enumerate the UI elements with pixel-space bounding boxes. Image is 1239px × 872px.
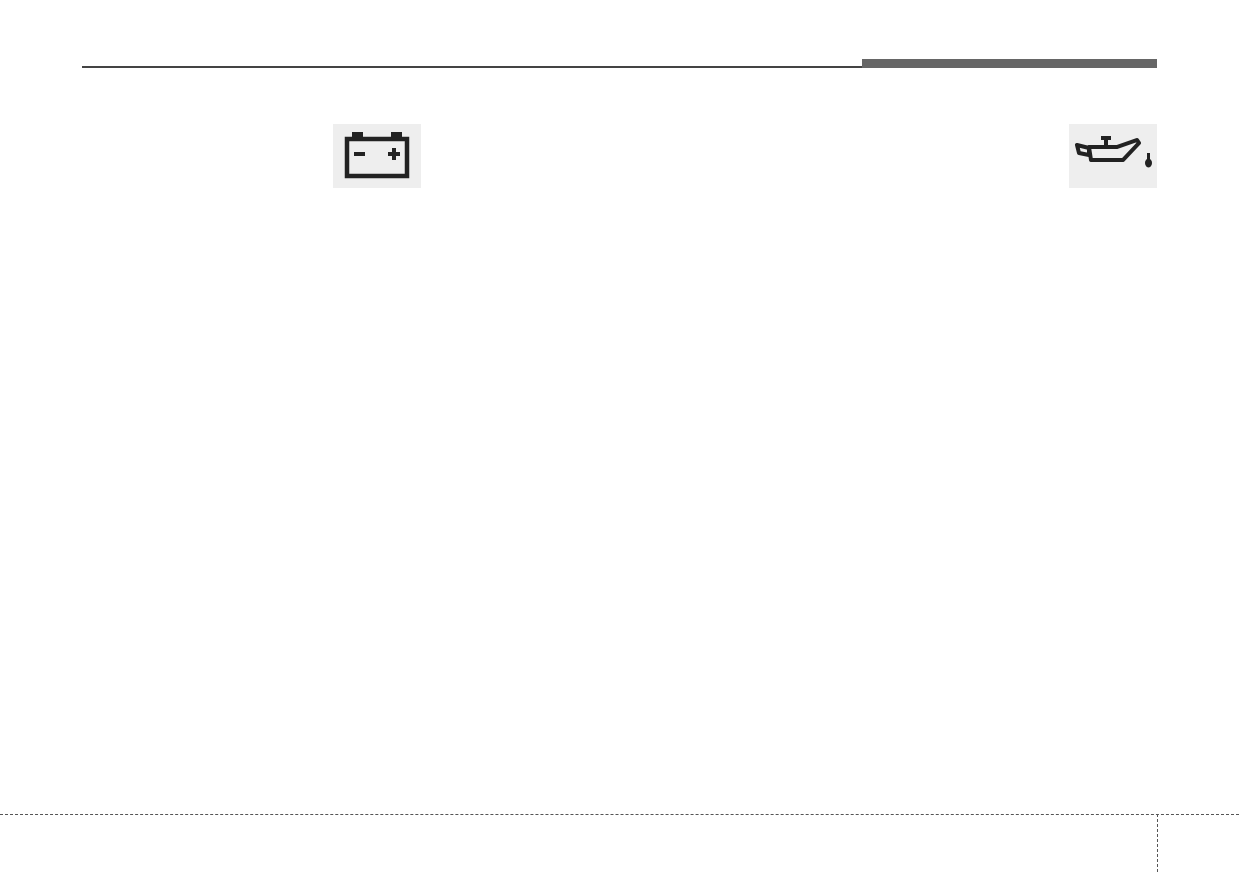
header-rule xyxy=(82,66,1157,68)
oil-can-icon xyxy=(1075,136,1152,168)
header-section-tab xyxy=(862,59,1157,68)
footer-crop-mark xyxy=(1157,814,1158,872)
oil-pressure-warning-tile xyxy=(1069,124,1157,188)
battery-warning-icon xyxy=(344,132,410,179)
footer-dashed-rule xyxy=(0,814,1239,815)
battery-warning-tile xyxy=(333,124,421,188)
